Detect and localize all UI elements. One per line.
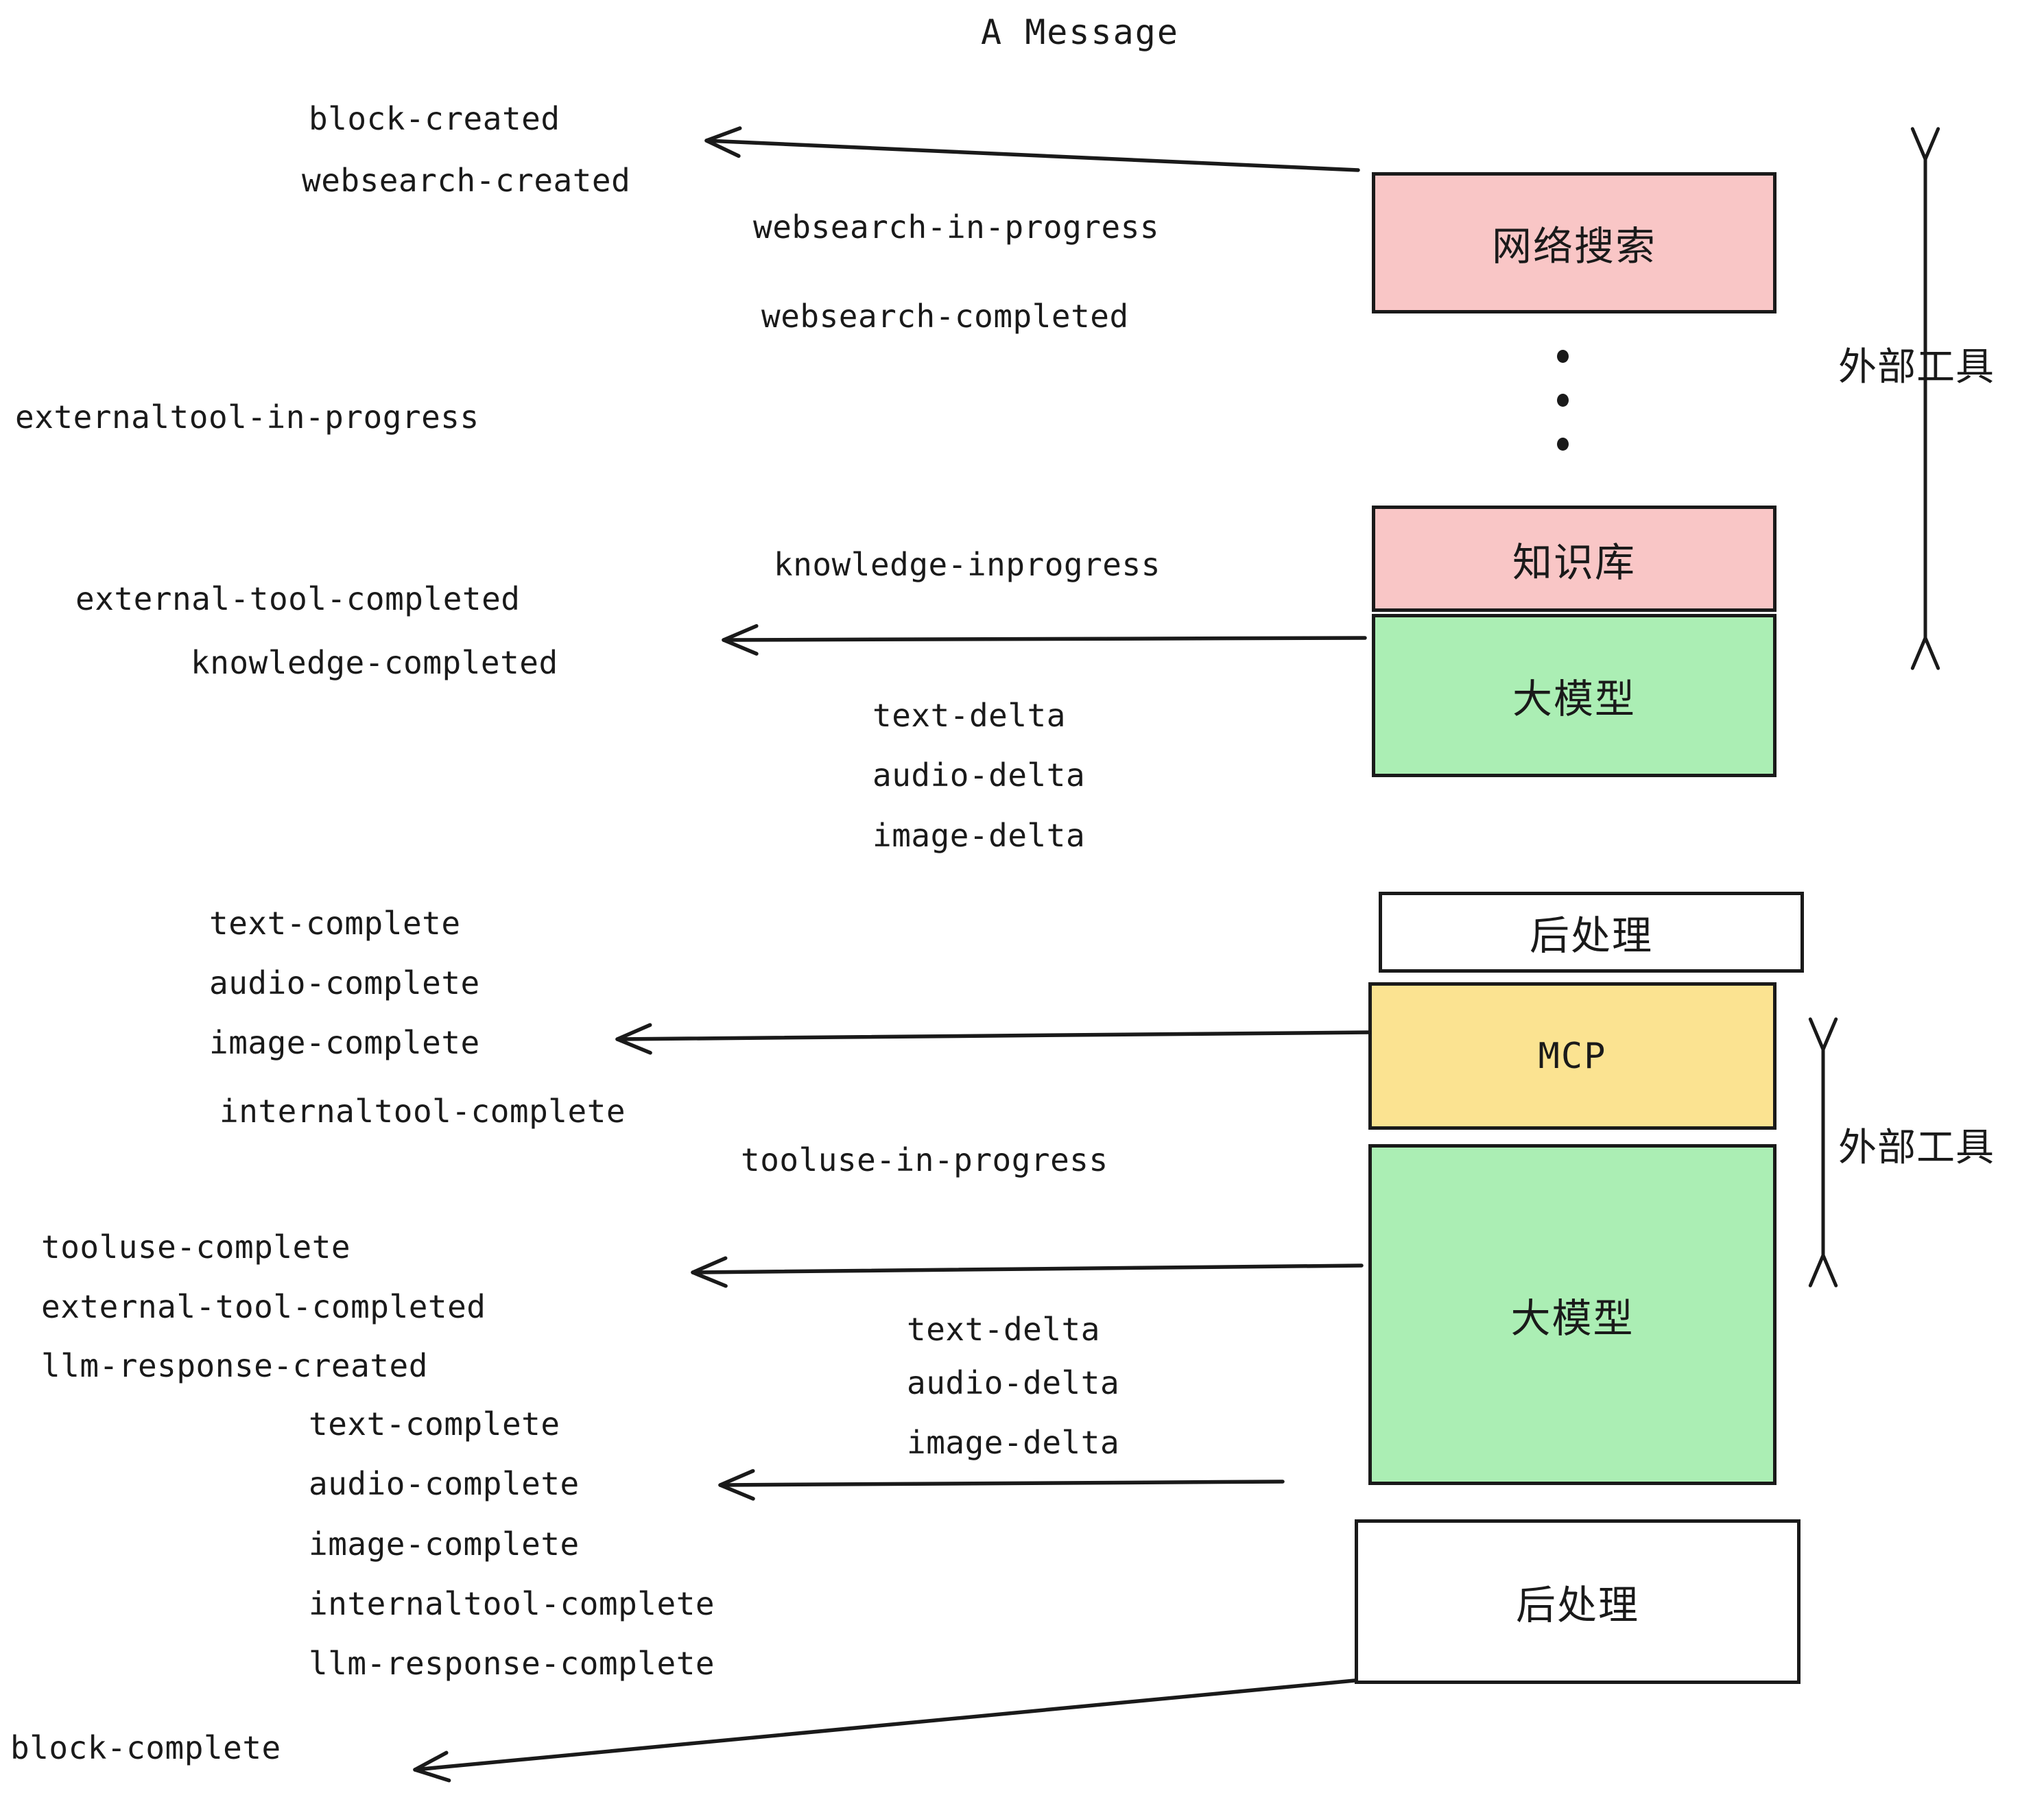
event-label-knowledge-inprogress: knowledge-inprogress [774,546,1161,583]
event-label-block-created: block-created [309,100,560,137]
external-tools-top-arrow-head-up [1910,127,1940,161]
event-label-llm-response-created: llm-response-created [41,1347,428,1384]
event-label-tooluse-complete: tooluse-complete [41,1229,351,1266]
external-tools-bottom-arrow-head-up [1808,1017,1838,1052]
event-label-image-complete: image-complete [209,1024,480,1061]
event-label-internaltool-complete: internaltool-complete [219,1093,626,1130]
node-label-websearch: 网络搜索 [1491,223,1656,270]
page-title: A Message [981,12,1179,52]
audio-complete-arrow-head [718,1469,755,1501]
block-created-arrow-head [704,126,742,158]
block-complete-arrow-head [413,1750,451,1783]
event-label-websearch-completed: websearch-completed [761,298,1129,335]
event-label-audio-delta: audio-delta [872,757,1086,794]
audio-complete-arrow-shaft [718,1480,1285,1487]
node-box-postprocess-2: 后处理 [1355,1519,1801,1684]
group-label-external-tools-bottom: 外部工具 [1838,1126,1995,1170]
node-box-llm-2: 大模型 [1368,1144,1776,1485]
image-complete-arrow-head [615,1023,652,1055]
node-box-postprocess-1: 后处理 [1379,892,1804,973]
external-tools-top-arrow-head-down [1910,636,1940,670]
event-label-audio-complete: audio-complete [309,1465,580,1502]
knowledge-completed-arrow-shaft [722,636,1367,642]
tooluse-complete-arrow-shaft [691,1263,1364,1274]
event-label-image-delta: image-delta [907,1424,1120,1461]
event-label-image-complete: image-complete [309,1526,580,1563]
event-label-internaltool-complete: internaltool-complete [309,1585,715,1622]
event-label-websearch-created: websearch-created [302,162,631,199]
event-label-text-delta: text-delta [907,1311,1100,1348]
knowledge-completed-arrow-head [722,624,759,656]
event-label-audio-complete: audio-complete [209,964,480,1001]
node-label-mcp: MCP [1538,1035,1607,1077]
event-label-knowledge-completed: knowledge-completed [191,644,558,681]
block-created-arrow-shaft [704,139,1360,172]
event-label-llm-response-complete: llm-response-complete [309,1645,715,1682]
vertical-ellipsis-icon [1557,350,1569,482]
node-label-postprocess-2: 后处理 [1515,1582,1639,1628]
external-tools-bottom-arrow-head-down [1808,1253,1838,1287]
event-label-block-complete: block-complete [10,1729,281,1766]
ellipsis-dot-icon [1557,394,1569,407]
event-label-text-complete: text-complete [209,905,461,942]
node-box-websearch: 网络搜索 [1372,172,1776,313]
node-box-knowledge: 知识库 [1372,506,1776,612]
event-label-externaltool-in-progress: externaltool-in-progress [15,399,479,436]
event-label-tooluse-in-progress: tooluse-in-progress [741,1141,1108,1178]
ellipsis-dot-icon [1557,438,1569,451]
event-label-external-tool-completed: external-tool-completed [75,580,521,617]
event-label-audio-delta: audio-delta [907,1364,1120,1401]
block-complete-arrow-shaft [413,1678,1357,1772]
event-label-websearch-in-progress: websearch-in-progress [753,209,1160,246]
group-label-external-tools-top: 外部工具 [1838,345,1995,390]
tooluse-complete-arrow-head [691,1256,728,1288]
node-label-knowledge: 知识库 [1512,538,1636,586]
node-label-llm-2: 大模型 [1510,1294,1635,1342]
node-box-mcp: MCP [1368,982,1776,1130]
image-complete-arrow-shaft [615,1030,1370,1041]
event-label-external-tool-completed: external-tool-completed [41,1288,486,1325]
event-label-image-delta: image-delta [872,817,1086,854]
node-label-llm-1: 大模型 [1512,676,1636,722]
node-box-llm-1: 大模型 [1372,614,1776,777]
event-label-text-complete: text-complete [309,1405,560,1443]
ellipsis-dot-icon [1557,350,1569,363]
node-label-postprocess-1: 后处理 [1529,912,1653,959]
event-label-text-delta: text-delta [872,697,1066,734]
